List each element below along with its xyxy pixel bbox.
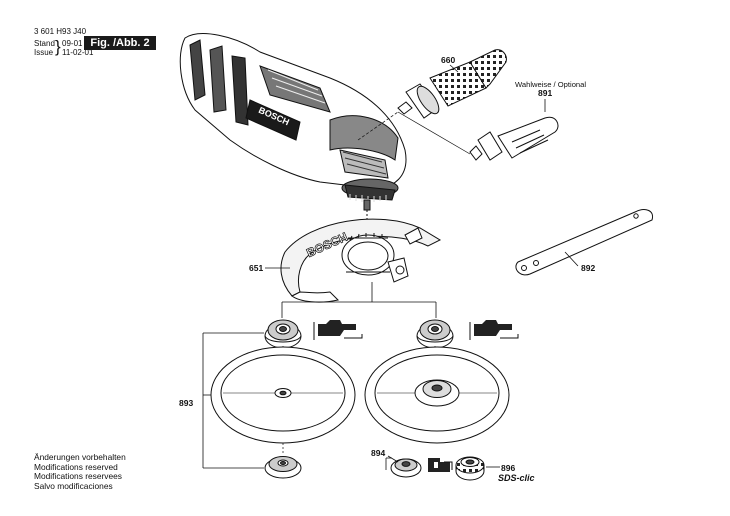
part-label-891: 891 bbox=[538, 88, 552, 98]
figure-label: Fig. /Abb. 2 bbox=[84, 36, 156, 50]
side-handle-891 bbox=[469, 116, 559, 161]
stand-label: Stand bbox=[34, 39, 55, 48]
part-label-896: 896 bbox=[501, 463, 515, 473]
doc-number: 3 601 H93 J40 bbox=[34, 27, 87, 36]
flange-left-upper bbox=[264, 319, 302, 349]
grinding-disc-right bbox=[364, 346, 510, 444]
grinding-disc-left bbox=[210, 346, 356, 444]
nut-894 bbox=[390, 458, 422, 478]
flange-right-upper bbox=[416, 319, 454, 349]
part-label-660: 660 bbox=[441, 55, 455, 65]
sds-clic-label: SDS-clic bbox=[498, 473, 535, 483]
brace-icon: } bbox=[55, 37, 61, 56]
clamping-nut-893 bbox=[264, 456, 302, 479]
part-891-optional-note: Wahlweise / Optional bbox=[515, 80, 586, 89]
part-label-892: 892 bbox=[581, 263, 595, 273]
assembly-lines bbox=[281, 282, 437, 318]
footer-line-es: Salvo modificaciones bbox=[34, 480, 113, 491]
flange-profile-right-icon bbox=[469, 320, 519, 340]
spanner-wrench-892 bbox=[515, 209, 654, 276]
stand-value: 09-01 bbox=[62, 39, 83, 48]
bracket-893 bbox=[202, 332, 264, 469]
part-label-893: 893 bbox=[179, 398, 193, 408]
flange-profile-left-icon bbox=[313, 320, 363, 340]
wheel-guard-651: BOSCH bbox=[280, 218, 442, 303]
part-label-894: 894 bbox=[371, 448, 385, 458]
issue-label: Issue bbox=[34, 48, 54, 57]
sds-clic-nut-896 bbox=[455, 456, 485, 481]
side-handle-660 bbox=[397, 49, 507, 119]
footer-line-fr: Modifications reservees bbox=[34, 471, 122, 482]
footer-line-de: Änderungen vorbehalten bbox=[34, 452, 126, 462]
grinder-body: BOSCH bbox=[179, 33, 407, 228]
issue-value: 11-02-01 bbox=[62, 48, 94, 57]
footer-disclaimer: Änderungen vorbehalten Modifications res… bbox=[34, 452, 126, 491]
footer-line-en: Modifications reserved bbox=[34, 461, 118, 472]
nut-profile-icon bbox=[428, 458, 453, 472]
part-label-651: 651 bbox=[249, 263, 263, 273]
